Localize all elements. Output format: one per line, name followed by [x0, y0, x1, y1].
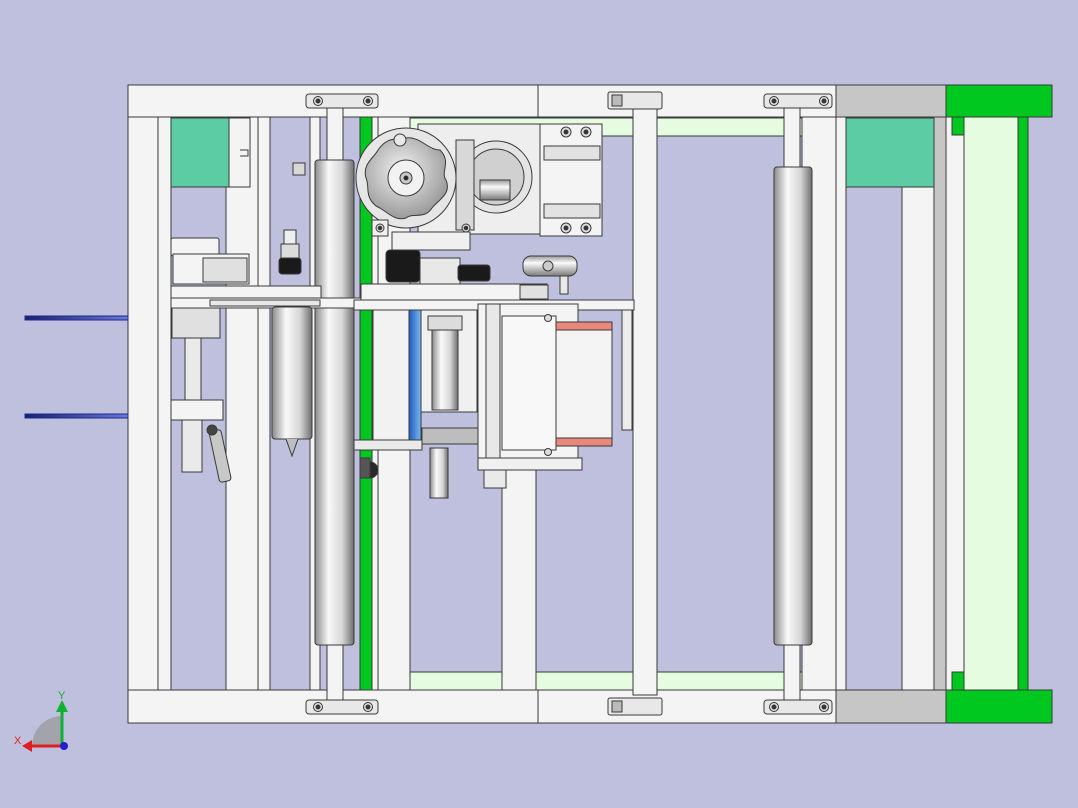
y-axis-label: Y: [58, 690, 66, 702]
right-vertical-shaft[interactable]: [773, 99, 813, 701]
bearing-bracket-top-left[interactable]: [305, 93, 379, 109]
drive-pulley-right[interactable]: [457, 264, 491, 282]
left-actuator-cylinder[interactable]: [271, 306, 313, 440]
teal-blocks[interactable]: [170, 117, 935, 188]
right-roller[interactable]: [773, 166, 813, 646]
blue-strip: [408, 309, 422, 441]
drive-assembly[interactable]: [355, 123, 603, 301]
left-mechanism[interactable]: [170, 162, 362, 483]
left-cap: [170, 237, 220, 257]
cutter-plunger[interactable]: [429, 447, 449, 499]
rod-lower[interactable]: [24, 413, 129, 419]
left-roller[interactable]: [314, 159, 355, 646]
left-crossbar[interactable]: [170, 285, 322, 299]
z-axis-dot: [60, 742, 68, 750]
x-axis-label: X: [14, 735, 22, 747]
handwheel-knob-icon[interactable]: [355, 127, 457, 229]
belt-tensioner-plate[interactable]: [360, 283, 548, 301]
frame-corner-block-bottom[interactable]: [835, 689, 947, 724]
frame-post-inner-left[interactable]: [225, 116, 259, 691]
left-clamp[interactable]: [170, 399, 224, 421]
center-vertical-shaft[interactable]: [632, 94, 658, 696]
frame-top-beam[interactable]: [127, 84, 846, 118]
center-roller[interactable]: [632, 94, 658, 696]
green-end-block-top[interactable]: [945, 84, 1053, 118]
frame-bottom-beam[interactable]: [127, 689, 846, 724]
drive-pulley-left[interactable]: [385, 249, 421, 283]
green-conveyor[interactable]: [945, 84, 1053, 724]
left-vertical-shaft[interactable]: [314, 99, 355, 701]
coordinate-triad-icon: Y X: [14, 690, 68, 752]
green-side-rail: [1017, 116, 1029, 691]
heater-strip-top: [555, 321, 613, 331]
cutter-assembly[interactable]: [353, 299, 635, 499]
bearing-bracket-bottom-right[interactable]: [763, 699, 833, 715]
rod-upper[interactable]: [24, 315, 129, 321]
green-end-block-bottom[interactable]: [945, 689, 1053, 724]
left-pulley[interactable]: [278, 257, 302, 275]
bearing-bracket-bottom-left[interactable]: [305, 699, 379, 715]
bearing-brackets[interactable]: [305, 91, 833, 716]
motor-mount-plate[interactable]: [539, 123, 603, 237]
bearing-bracket-top-right[interactable]: [763, 93, 833, 109]
frame-post-far-right[interactable]: [901, 186, 935, 691]
frame-corner-block-top[interactable]: [835, 84, 947, 118]
green-conveyor-panel[interactable]: [963, 116, 1019, 691]
teal-block-left[interactable]: [170, 117, 230, 188]
left-rods[interactable]: [24, 315, 129, 419]
teal-block-right[interactable]: [845, 117, 935, 188]
sealing-jaw[interactable]: [555, 321, 613, 447]
frame-post-left[interactable]: [127, 116, 159, 691]
heater-strip-bottom: [555, 437, 613, 447]
